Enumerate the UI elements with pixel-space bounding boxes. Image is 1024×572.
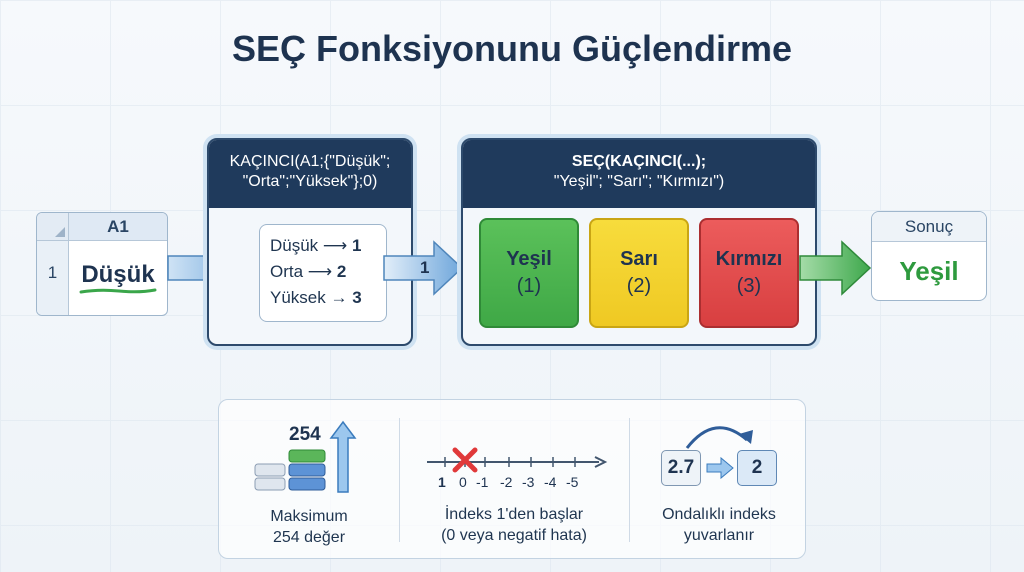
option-index: (3) xyxy=(736,275,762,297)
max-caption-line1: Maksimum xyxy=(270,508,348,525)
arrow-value-label: 1 xyxy=(420,258,430,277)
tick-labels: 1 0 -1 -2 -3 -4 -5 xyxy=(432,474,602,494)
match-list: Düşük ⟶ 1 Orta ⟶ 2 Yüksek → 3 xyxy=(259,224,387,322)
tick-label: -1 xyxy=(476,474,489,490)
option-name: Sarı xyxy=(620,248,658,270)
result-value: Yeşil xyxy=(899,256,959,286)
green-underline xyxy=(79,288,157,294)
stacked-bars-icon xyxy=(254,449,326,491)
option-name: Kırmızı xyxy=(715,248,783,270)
tick-label: -4 xyxy=(544,474,557,490)
small-right-arrow-icon xyxy=(706,456,734,480)
match-item-number: 3 xyxy=(352,288,362,307)
row-header: 1 xyxy=(37,241,69,315)
option-index: (1) xyxy=(516,275,542,297)
match-function-header: KAÇINCI(A1;{"Düşük"; "Orta";"Yüksek"};0) xyxy=(209,140,411,208)
decimal-caption-line2: yuvarlanır xyxy=(683,527,755,544)
max-caption: Maksimum 254 değer xyxy=(239,506,379,548)
spreadsheet-cell-a1[interactable]: A1 1 Düşük xyxy=(36,212,168,316)
divider xyxy=(629,418,630,542)
number-line xyxy=(427,456,608,468)
choose-header-line2: "Yeşil"; "Sarı"; "Kırmızı") xyxy=(553,173,725,190)
right-arrow-icon: ⟶ xyxy=(307,262,333,281)
page-title: SEÇ Fonksiyonunu Güçlendirme xyxy=(231,28,793,69)
match-function-box: KAÇINCI(A1;{"Düşük"; "Orta";"Yüksek"};0)… xyxy=(207,138,413,346)
arrow-match-to-choose xyxy=(383,240,464,296)
cell-value: Düşük xyxy=(81,261,155,288)
choose-function-box: SEÇ(KAÇINCI(...); "Yeşil"; "Sarı"; "Kırm… xyxy=(461,138,817,346)
up-arrow-icon xyxy=(329,420,357,493)
match-item-label: Düşük xyxy=(270,236,319,255)
decimal-caption-line1: Ondalıklı indeks xyxy=(662,506,776,523)
choose-header-line1: SEÇ(KAÇINCI(...); xyxy=(571,153,707,170)
curved-arrow-icon xyxy=(685,426,753,449)
result-label: Sonuç xyxy=(872,212,986,242)
option-yellow: Sarı (2) xyxy=(589,218,689,328)
decimal-caption: Ondalıklı indeks yuvarlanır xyxy=(639,504,799,546)
match-item-label: Yüksek xyxy=(270,288,326,307)
match-item-number: 2 xyxy=(336,262,347,281)
notes-panel: 254 Maksimum 254 değer 1 0 -1 -2 -3 -4 -… xyxy=(218,399,806,559)
option-index: (2) xyxy=(626,275,652,297)
option-name: Yeşil xyxy=(506,248,552,270)
tick-label: 1 xyxy=(438,474,446,490)
tick-label: -2 xyxy=(500,474,513,490)
cell-value-wrap: Düşük xyxy=(69,241,167,315)
index-caption-line1: İndeks 1'den başlar xyxy=(444,506,584,523)
column-header: A1 xyxy=(69,213,167,241)
tick-label: 0 xyxy=(459,474,467,490)
match-header-line2: "Orta";"Yüksek"};0) xyxy=(242,173,378,190)
match-item: Yüksek → 3 xyxy=(270,285,376,311)
decimal-to-box: 2 xyxy=(737,450,777,486)
index-caption-line2: (0 veya negatif hata) xyxy=(441,527,587,544)
match-item-label: Orta xyxy=(270,262,304,281)
tick-label: -3 xyxy=(522,474,535,490)
max-caption-line2: 254 değer xyxy=(272,529,346,546)
match-item: Düşük ⟶ 1 xyxy=(270,233,376,259)
option-red: Kırmızı (3) xyxy=(699,218,799,328)
result-box: Sonuç Yeşil xyxy=(871,211,987,301)
error-x-icon xyxy=(452,447,478,473)
select-all-corner xyxy=(37,213,69,241)
option-green: Yeşil (1) xyxy=(479,218,579,328)
arrow-choose-to-result xyxy=(799,240,872,296)
right-arrow-icon: ⟶ xyxy=(322,236,348,255)
right-arrow-icon: → xyxy=(330,288,348,307)
tick-label: -5 xyxy=(566,474,579,490)
max-number: 254 xyxy=(289,424,321,445)
index-caption: İndeks 1'den başlar (0 veya negatif hata… xyxy=(409,504,619,546)
match-item: Orta ⟶ 2 xyxy=(270,259,376,285)
match-header-line1: KAÇINCI(A1;{"Düşük"; xyxy=(229,153,391,170)
match-item-number: 1 xyxy=(352,236,362,255)
divider xyxy=(399,418,400,542)
decimal-from-box: 2.7 xyxy=(661,450,701,486)
choose-function-header: SEÇ(KAÇINCI(...); "Yeşil"; "Sarı"; "Kırm… xyxy=(463,140,815,208)
